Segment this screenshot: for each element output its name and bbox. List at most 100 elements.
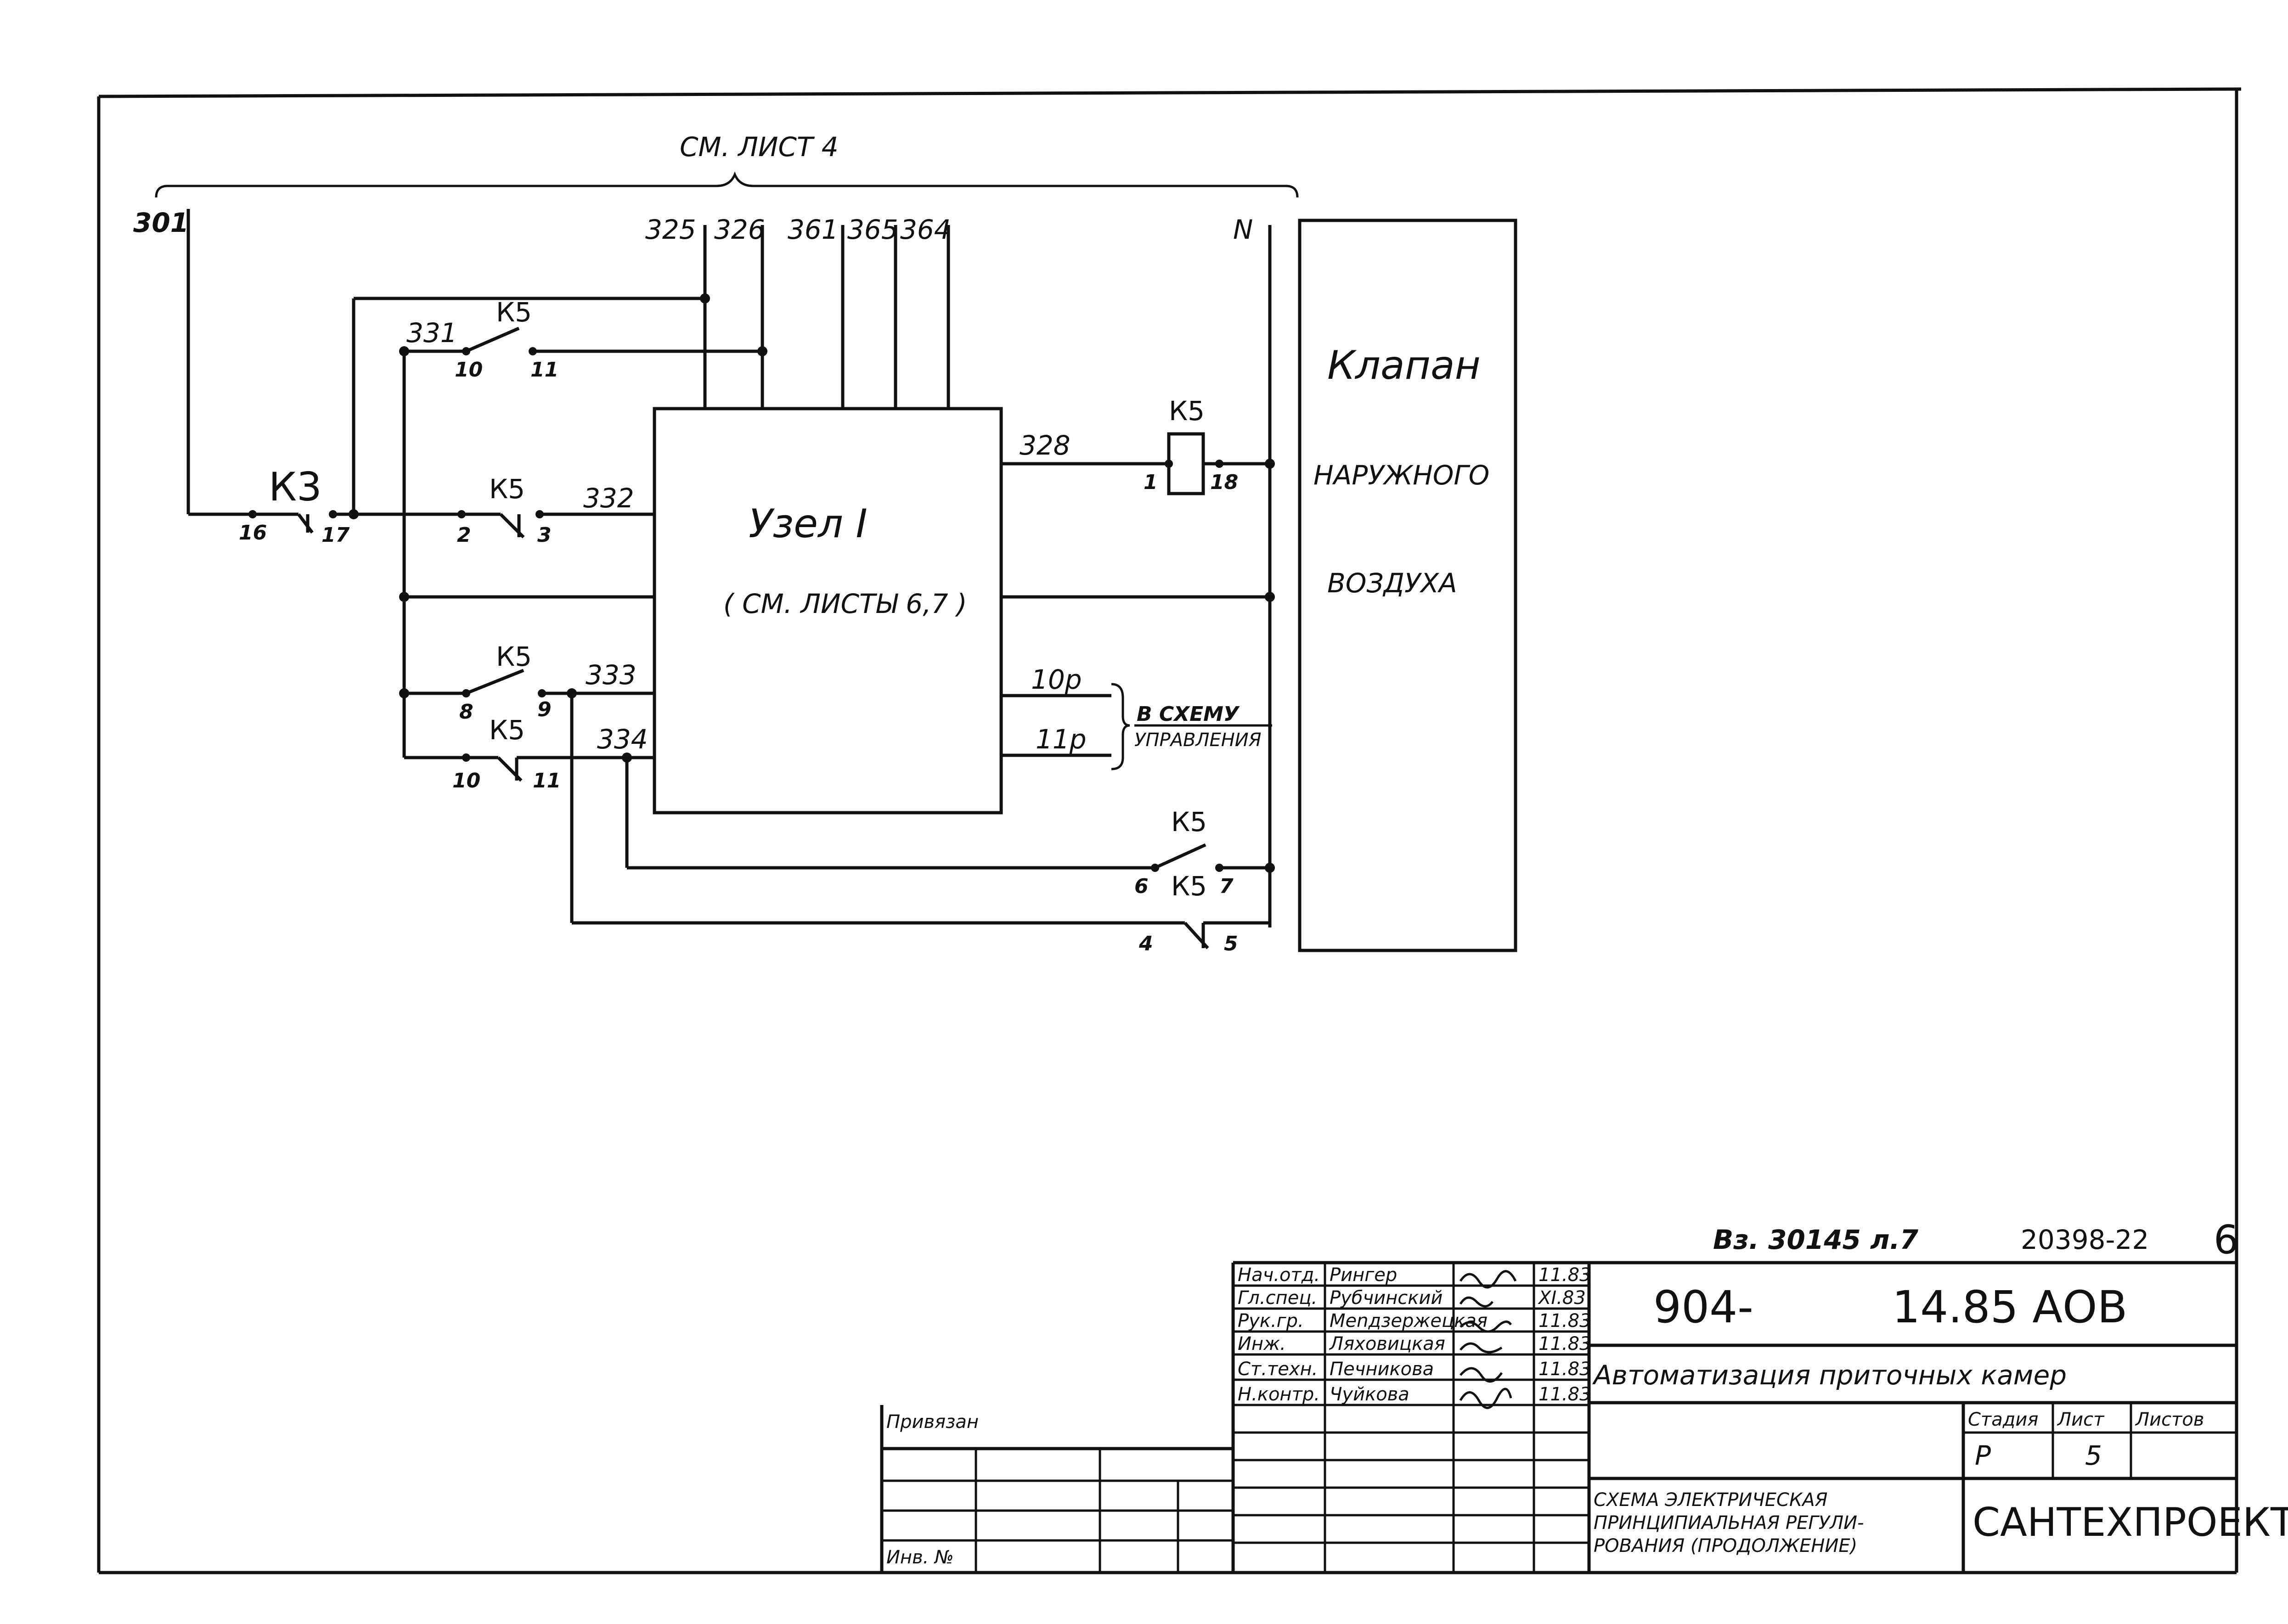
wire-328: 328 (1020, 430, 1071, 461)
contact-k5-10-11: К5 10 11 (452, 714, 561, 792)
staff-date-4: 11.83 (1538, 1333, 1591, 1354)
doc-number: 904- (1653, 1281, 1753, 1333)
control-note-line1: В СХЕМУ (1137, 702, 1240, 726)
subtitle-line-1: СХЕМА ЭЛЕКТРИЧЕСКАЯ (1594, 1489, 1828, 1511)
staff-role-3: Рук.гр. (1238, 1310, 1304, 1332)
signatures (1459, 1270, 1517, 1409)
k5-top-pin-a: 10 (455, 358, 483, 382)
sheet-header: Лист (2057, 1409, 2105, 1430)
doc-suffix: 14.85 АОВ (1892, 1281, 2127, 1333)
k5-6-7-pin-a: 6 (1134, 875, 1149, 898)
stage-header: Стадия (1968, 1409, 2038, 1430)
staff-name-3: Menдзержецкая (1330, 1310, 1488, 1332)
k5-top-label: К5 (496, 297, 532, 328)
contact-k5-2-3: К5 2 3 (457, 473, 552, 547)
see-sheet-label: СМ. ЛИСТ 4 (680, 131, 839, 163)
subtitle-line-3: РОВАНИЯ (ПРОДОЛЖЕНИЕ) (1594, 1535, 1857, 1557)
privyazan-label: Привязан (886, 1411, 979, 1433)
wire-333: 333 (586, 659, 637, 691)
k5-top-pin-b: 11 (530, 358, 558, 382)
staff-role-5: Ст.техн. (1238, 1359, 1318, 1380)
contact-k5-top: К5 10 11 (455, 297, 558, 382)
inv-number-label: Инв. № (886, 1547, 954, 1568)
wire-301: 301 (133, 207, 189, 238)
node-i-box: Узел I ( СМ. ЛИСТЫ 6,7 ) (653, 407, 1003, 815)
wire-325: 325 (645, 214, 696, 245)
subtitle-line-2: ПРИНЦИПИАЛЬНАЯ РЕГУЛИ- (1594, 1512, 1864, 1534)
wire-331: 331 (406, 317, 457, 348)
title-block: Нач.отд. Рингер 11.83 Гл.спец. Рубчински… (880, 1261, 2288, 1573)
k5-4-5-pin-b: 5 (1224, 932, 1238, 955)
staff-name-6: Чуйкова (1330, 1384, 1409, 1405)
k5-2-3-label: К5 (489, 473, 525, 505)
k5-2-3-pin-a: 2 (457, 523, 471, 547)
coil-k5-pin-b: 18 (1210, 471, 1238, 494)
wire-n: N (1233, 214, 1253, 245)
wiring (186, 209, 1272, 927)
contact-k3: К3 16 17 (239, 464, 350, 547)
node-i-title: Узел I (749, 501, 868, 547)
staff-name-2: Рубчинский (1330, 1287, 1443, 1309)
staff-date-3: 11.83 (1538, 1310, 1591, 1332)
doc-title: Автоматизация приточных камер (1592, 1360, 2067, 1391)
junction-dots (349, 293, 1275, 873)
outdoor-air-valve: Клапан НАРУЖНОГО ВОЗДУХА (1298, 219, 1517, 952)
sheet-frame (97, 87, 2242, 1574)
staff-role-1: Нач.отд. (1238, 1264, 1320, 1286)
wire-361: 361 (788, 214, 839, 245)
staff-role-2: Гл.спец. (1238, 1287, 1317, 1309)
contact-k5-4-5: К5 4 5 (1138, 871, 1238, 955)
k5-8-9-pin-b: 9 (537, 698, 552, 721)
k5-4-5-label: К5 (1171, 871, 1207, 902)
k5-6-7-pin-b: 7 (1219, 875, 1234, 898)
valve-line2: НАРУЖНОГО (1313, 460, 1489, 491)
k3-pin-b: 17 (321, 523, 350, 547)
contact-k5-8-9: К5 8 9 (459, 641, 552, 724)
wire-364: 364 (900, 214, 951, 245)
k5-8-9-pin-a: 8 (459, 700, 473, 724)
sheet-value: 5 (2085, 1440, 2102, 1471)
coil-k5-label: К5 (1169, 395, 1205, 427)
staff-name-1: Рингер (1330, 1264, 1397, 1286)
staff-date-1: 11.83 (1538, 1264, 1591, 1286)
coil-k5: К5 1 18 (1144, 395, 1238, 495)
staff-role-6: Н.контр. (1238, 1384, 1320, 1405)
contact-k5-6-7: К5 6 7 (1134, 806, 1234, 898)
wire-10p: 10р (1031, 664, 1082, 695)
valve-line1: Клапан (1327, 343, 1481, 388)
control-note: В СХЕМУ УПРАВЛЕНИЯ (1111, 683, 1272, 770)
archive-page: 6 (2214, 1217, 2239, 1263)
k3-pin-a: 16 (239, 521, 267, 545)
wire-326: 326 (714, 214, 765, 245)
control-note-line2: УПРАВЛЕНИЯ (1134, 730, 1262, 751)
wire-332: 332 (583, 483, 634, 514)
wire-334: 334 (597, 724, 648, 755)
k5-8-9-label: К5 (496, 641, 532, 672)
inv-stamp: Вз. 30145 л.7 (1713, 1224, 1919, 1255)
staff-date-2: XI.83 (1538, 1287, 1586, 1309)
wire-labels: 301 325 326 361 365 364 N 331 332 333 33… (133, 207, 1253, 755)
archive-code: 20398-22 (2021, 1224, 2149, 1255)
node-i-subtitle: ( СМ. ЛИСТЫ 6,7 ) (723, 588, 967, 619)
staff-name-4: Ляховицкая (1329, 1333, 1445, 1354)
k5-4-5-pin-a: 4 (1138, 932, 1153, 955)
k5-6-7-label: К5 (1171, 806, 1207, 837)
staff-date-5: 11.83 (1538, 1359, 1591, 1380)
staff-date-6: 11.83 (1538, 1384, 1591, 1405)
wire-11p: 11р (1036, 724, 1087, 755)
staff-name-5: Печникова (1330, 1359, 1434, 1380)
staff-role-4: Инж. (1238, 1333, 1286, 1354)
k3-label: К3 (269, 464, 322, 510)
see-sheet-brace: СМ. ЛИСТ 4 (155, 131, 1299, 198)
k5-2-3-pin-b: 3 (537, 523, 552, 547)
stage-value: Р (1975, 1440, 1991, 1471)
valve-line3: ВОЗДУХА (1327, 568, 1457, 599)
archive-stamp: Вз. 30145 л.7 20398-22 6 (1713, 1217, 2239, 1263)
wire-365: 365 (847, 214, 898, 245)
sheets-header: Листов (2135, 1409, 2204, 1430)
organization: САНТЕХПРОЕКТ (1972, 1500, 2288, 1545)
k5-10-11-label: К5 (489, 714, 525, 746)
k5-10-11-pin-a: 10 (452, 769, 480, 792)
k5-10-11-pin-b: 11 (533, 769, 561, 792)
